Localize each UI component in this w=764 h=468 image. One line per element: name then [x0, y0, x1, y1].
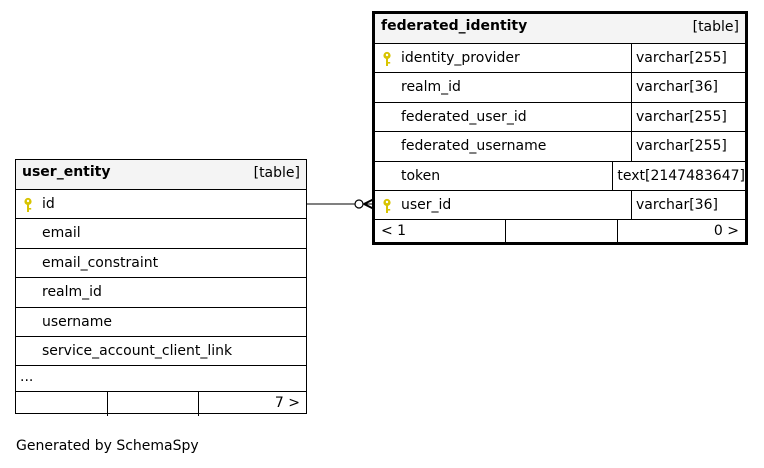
- column-row-realm-id[interactable]: realm_id: [16, 278, 306, 308]
- column-name: service_account_client_link: [16, 337, 306, 365]
- table-kind: [table]: [692, 19, 739, 35]
- primary-key-icon: [383, 198, 391, 213]
- column-name: username: [16, 308, 306, 336]
- column-name: token: [375, 162, 612, 190]
- children-count[interactable]: 0 >: [713, 223, 739, 240]
- column-name-text: id: [42, 196, 55, 212]
- more-columns-ellipsis: ...: [16, 366, 306, 393]
- column-name: email: [16, 219, 306, 247]
- column-row-federated-username[interactable]: federated_username varchar[255]: [375, 132, 745, 162]
- table-footer: < 1 0 >: [375, 220, 745, 245]
- column-type: varchar[255]: [631, 44, 745, 73]
- column-name: user_id: [375, 191, 631, 219]
- table-name[interactable]: federated_identity: [381, 18, 528, 34]
- table-federated-identity[interactable]: federated_identity [table] identity_prov…: [372, 11, 748, 245]
- primary-key-icon: [383, 51, 391, 66]
- column-name: id: [16, 190, 306, 218]
- column-row-id[interactable]: id: [16, 190, 306, 220]
- column-name-text: realm_id: [401, 79, 461, 96]
- column-row-identity-provider[interactable]: identity_provider varchar[255]: [375, 44, 745, 74]
- footer-middle: [108, 392, 199, 417]
- column-row-user-id[interactable]: user_id varchar[36]: [375, 190, 745, 221]
- column-name-text: username: [42, 313, 112, 330]
- column-name-text: identity_provider: [401, 50, 520, 66]
- column-row-username[interactable]: username: [16, 308, 306, 337]
- generated-by-caption: Generated by SchemaSpy: [16, 438, 199, 454]
- primary-key-icon: [24, 197, 32, 212]
- column-name-text: email_constraint: [42, 254, 159, 271]
- column-name-text: federated_user_id: [401, 108, 527, 125]
- table-header: user_entity [table]: [16, 160, 306, 190]
- column-row-token[interactable]: token text[2147483647]: [375, 161, 745, 191]
- column-type: text[2147483647]: [612, 161, 745, 190]
- children-count[interactable]: 7 >: [274, 395, 300, 412]
- column-type: varchar[255]: [631, 102, 745, 132]
- parents-count[interactable]: [16, 392, 108, 417]
- column-name: identity_provider: [375, 44, 631, 72]
- column-name-text: service_account_client_link: [42, 342, 233, 359]
- column-name: realm_id: [375, 73, 631, 101]
- column-name-text: email: [42, 225, 81, 242]
- column-row-email[interactable]: email: [16, 219, 306, 249]
- table-header: federated_identity [table]: [375, 14, 745, 44]
- table-name[interactable]: user_entity: [22, 164, 111, 180]
- column-row-realm-id[interactable]: realm_id varchar[36]: [375, 73, 745, 103]
- column-name-text: federated_username: [401, 138, 547, 155]
- column-name: realm_id: [16, 278, 306, 306]
- column-row-email-constraint[interactable]: email_constraint: [16, 249, 306, 279]
- column-name-text: token: [401, 167, 441, 184]
- parents-count[interactable]: < 1: [375, 220, 506, 245]
- column-type: varchar[36]: [631, 73, 745, 102]
- column-row-federated-user-id[interactable]: federated_user_id varchar[255]: [375, 102, 745, 133]
- column-type: varchar[255]: [631, 132, 745, 161]
- zero-cardinality-circle: [354, 199, 364, 209]
- table-kind: [table]: [253, 165, 300, 181]
- column-name: federated_username: [375, 132, 631, 160]
- table-user-entity[interactable]: user_entity [table] id email email_constra…: [15, 159, 307, 417]
- table-footer: 7 >: [16, 392, 306, 417]
- footer-middle: [506, 220, 618, 245]
- column-type: varchar[36]: [631, 190, 745, 220]
- column-name-text: user_id: [401, 196, 452, 213]
- column-name: email_constraint: [16, 249, 306, 277]
- column-name: federated_user_id: [375, 103, 631, 131]
- column-row-service-account-client-link[interactable]: service_account_client_link: [16, 337, 306, 367]
- column-name-text: realm_id: [42, 284, 102, 301]
